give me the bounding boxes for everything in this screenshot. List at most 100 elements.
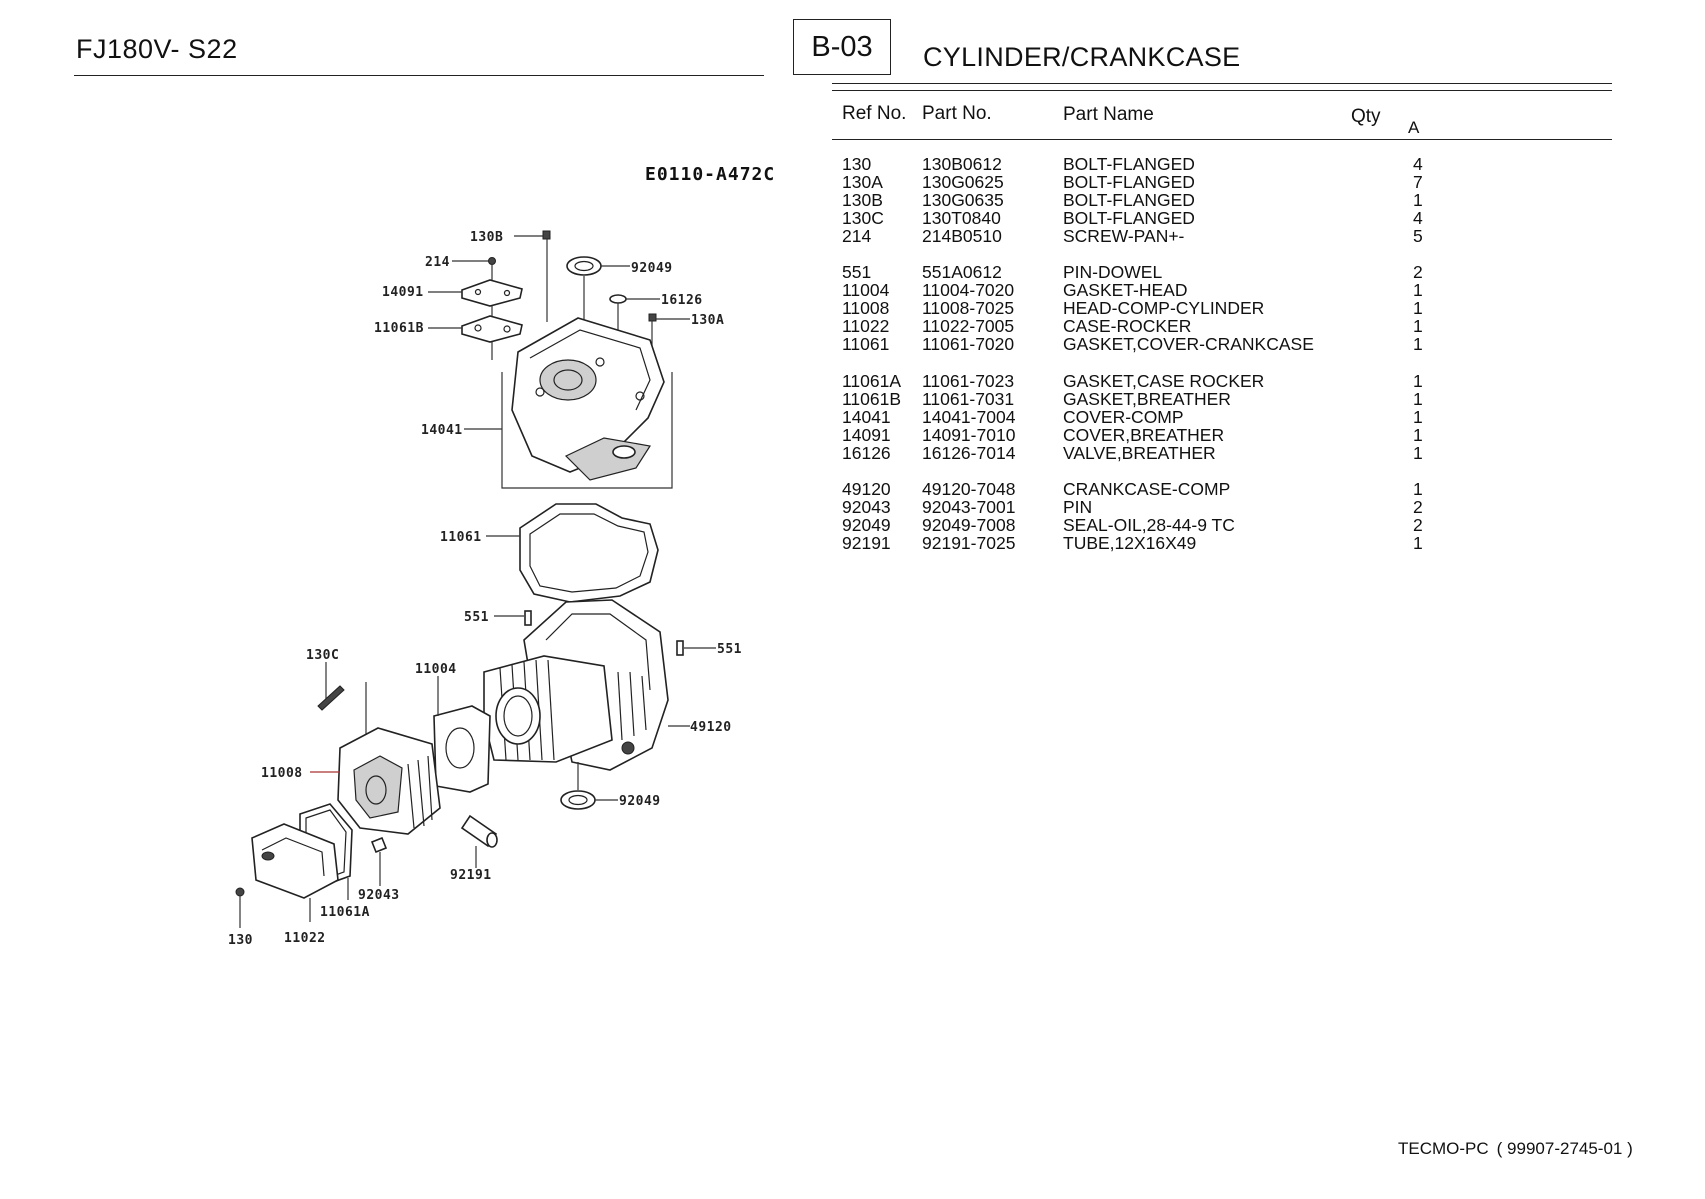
qty: 1 <box>1413 371 1423 391</box>
callout: 14041 <box>421 423 463 438</box>
part-no: 11008-7025 <box>922 298 1015 318</box>
breather-valve <box>609 294 627 304</box>
qty: 1 <box>1413 298 1423 318</box>
part-name: GASKET,COVER-CRANKCASE <box>1063 334 1314 354</box>
part-no: 11061-7023 <box>922 371 1015 391</box>
part-name: TUBE,12X16X49 <box>1063 533 1197 553</box>
callout: 11061A <box>320 905 370 920</box>
screw-214 <box>488 257 496 265</box>
callout: 11022 <box>284 931 326 946</box>
part-no: 92049-7008 <box>922 515 1016 535</box>
part-no: 130B0612 <box>922 154 1002 174</box>
qty: 4 <box>1413 208 1423 228</box>
breather-cover <box>461 279 523 307</box>
ref-no: 130A <box>842 172 883 192</box>
part-no: 92191-7025 <box>922 533 1016 553</box>
qty: 1 <box>1413 316 1423 336</box>
ref-no: 11061A <box>842 371 902 391</box>
footer: TECMO-PC( 99907-2745-01 ) <box>1398 1139 1633 1159</box>
callout: 16126 <box>661 293 703 308</box>
part-name: GASKET,BREATHER <box>1063 389 1231 409</box>
part-name: CASE-ROCKER <box>1063 316 1192 336</box>
ref-no: 130C <box>842 208 884 228</box>
ref-no: 551 <box>842 262 872 282</box>
crankcase-cover-group <box>428 230 690 489</box>
qty: 1 <box>1413 280 1423 300</box>
callout: 214 <box>425 255 450 270</box>
qty: 1 <box>1413 407 1423 427</box>
ref-no: 92043 <box>842 497 891 517</box>
model-number: FJ180V- S22 <box>76 34 238 64</box>
part-no: 11061-7031 <box>922 389 1015 409</box>
callout: 130B <box>470 230 503 245</box>
qty: 1 <box>1413 479 1423 499</box>
bolt-130 <box>235 887 245 897</box>
qty: 1 <box>1413 389 1423 409</box>
part-no: 130G0635 <box>922 190 1004 210</box>
part-name: BOLT-FLANGED <box>1063 172 1195 192</box>
callout: 92043 <box>358 888 400 903</box>
qty: 7 <box>1413 172 1423 192</box>
pin-92043 <box>370 836 388 854</box>
part-name: HEAD-COMP-CYLINDER <box>1063 298 1265 318</box>
ref-no: 11004 <box>842 280 890 300</box>
table-row: 130C 130T0840 BOLT-FLANGED 4 <box>0 209 1705 227</box>
qty: 2 <box>1413 497 1423 517</box>
part-no: 11022-7005 <box>922 316 1015 336</box>
callout: 551 <box>717 642 742 657</box>
qty: 1 <box>1413 443 1423 463</box>
part-name: SEAL-OIL,28-44-9 TC <box>1063 515 1235 535</box>
crankcase-gasket <box>519 503 659 603</box>
callout: 11061B <box>374 321 424 336</box>
ref-no: 130B <box>842 190 883 210</box>
callout: 551 <box>464 610 489 625</box>
part-no: 14041-7004 <box>922 407 1016 427</box>
part-no: 130G0625 <box>922 172 1004 192</box>
callout: 130 <box>228 933 253 948</box>
part-name: CRANKCASE-COMP <box>1063 479 1231 499</box>
part-name: GASKET,CASE ROCKER <box>1063 371 1265 391</box>
part-name: COVER,BREATHER <box>1063 425 1225 445</box>
qty: 2 <box>1413 262 1423 282</box>
table-row: 130A 130G0625 BOLT-FLANGED 7 <box>0 173 1705 191</box>
ref-no: 11022 <box>842 316 890 336</box>
qty: 1 <box>1413 533 1423 553</box>
col-header-qty: Qty <box>1351 106 1381 127</box>
part-no: 130T0840 <box>922 208 1001 228</box>
callout: 130A <box>691 313 724 328</box>
part-no: 11004-7020 <box>922 280 1015 300</box>
section-code: B-03 <box>811 30 873 63</box>
part-name: VALVE,BREATHER <box>1063 443 1216 463</box>
oil-seal-lower <box>560 790 596 810</box>
ref-no: 49120 <box>842 479 891 499</box>
part-no: 214B0510 <box>922 226 1002 246</box>
callout: 92191 <box>450 868 492 883</box>
ref-no: 214 <box>842 226 872 246</box>
dowel-pin-right <box>676 640 684 656</box>
title-rule-top <box>832 83 1612 84</box>
crankcase-gasket-group <box>486 503 659 603</box>
dowel-pin-left <box>524 610 532 626</box>
cylinder-head-group <box>310 662 441 835</box>
qty: 1 <box>1413 334 1423 354</box>
title-rule-bottom <box>832 90 1612 91</box>
table-header-rule <box>832 139 1612 140</box>
part-name: BOLT-FLANGED <box>1063 208 1195 228</box>
table-row: 11022 11022-7005 CASE-ROCKER 1 <box>0 317 1705 335</box>
callout: 11008 <box>261 766 303 781</box>
head-gasket-group <box>433 676 491 793</box>
callout: 14091 <box>382 285 424 300</box>
footer-brand: TECMO-PC <box>1398 1139 1489 1158</box>
